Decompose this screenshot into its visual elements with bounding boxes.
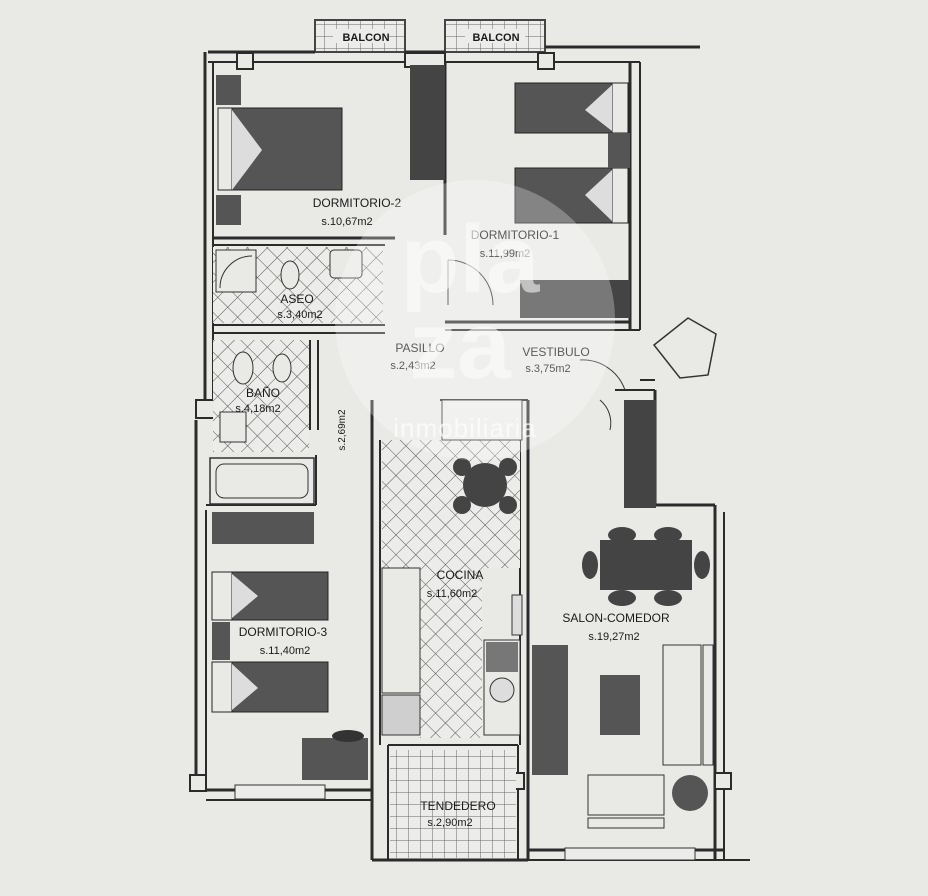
entrance-marker bbox=[652, 317, 717, 379]
room-area: s.11,99m2 bbox=[480, 248, 531, 260]
balcony-label: BALCON bbox=[472, 32, 519, 44]
room-area: s.11,40m2 bbox=[260, 645, 311, 657]
room-area: s.11,60m2 bbox=[427, 588, 478, 600]
room-name: DORMITORIO-1 bbox=[471, 228, 560, 242]
room-name: COCINA bbox=[437, 568, 484, 582]
balcony-left: BALCON bbox=[314, 19, 406, 53]
dormitorio-1: DORMITORIO-1 s.11,99m2 bbox=[447, 82, 630, 318]
room-name: BAÑO bbox=[246, 386, 280, 400]
watermark-line1: pla bbox=[401, 206, 540, 313]
cocina: COCINA s.11,60m2 bbox=[381, 399, 523, 738]
room-name: DORMITORIO-3 bbox=[239, 625, 328, 639]
room-area: s.2,90m2 bbox=[427, 817, 472, 829]
balcony-label: BALCON bbox=[342, 32, 389, 44]
room-area: s.10,67m2 bbox=[321, 216, 372, 228]
dimension-label: s.2,69m2 bbox=[337, 409, 348, 451]
watermark-line2: za bbox=[409, 292, 511, 399]
dormitorio-3: DORMITORIO-3 s.11,40m2 bbox=[211, 512, 368, 780]
room-area: s.3,40m2 bbox=[277, 309, 322, 321]
aseo: ASEO s.3,40m2 bbox=[213, 247, 383, 323]
room-area: s.19,27m2 bbox=[588, 631, 639, 643]
room-name: PASILLO bbox=[395, 341, 444, 355]
balcony-right: BALCON bbox=[444, 19, 546, 53]
room-name: DORMITORIO-2 bbox=[313, 196, 402, 210]
salon-comedor: SALON-COMEDOR s.19,27m2 bbox=[532, 400, 714, 829]
room-area: s.3,75m2 bbox=[525, 363, 570, 375]
tendedero: TENDEDERO s.2,90m2 bbox=[390, 750, 516, 858]
room-area: s.2,43m2 bbox=[390, 360, 435, 372]
dormitorio-2: DORMITORIO-2 s.10,67m2 bbox=[216, 65, 445, 228]
watermark-subtitle: inmobiliaria bbox=[393, 413, 537, 443]
window bbox=[234, 784, 326, 800]
window bbox=[564, 847, 696, 861]
vestibulo: VESTIBULO s.3,75m2 bbox=[522, 345, 626, 431]
watermark-logo: pla za inmobiliaria bbox=[335, 180, 615, 460]
room-name: VESTIBULO bbox=[522, 345, 589, 359]
room-name: TENDEDERO bbox=[420, 799, 495, 813]
pasillo: PASILLO s.2,43m2 bbox=[390, 341, 444, 372]
room-name: SALON-COMEDOR bbox=[562, 611, 670, 625]
bano: BAÑO s.4,18m2 bbox=[209, 340, 315, 505]
room-area: s.4,18m2 bbox=[235, 403, 280, 415]
room-name: ASEO bbox=[280, 292, 313, 306]
